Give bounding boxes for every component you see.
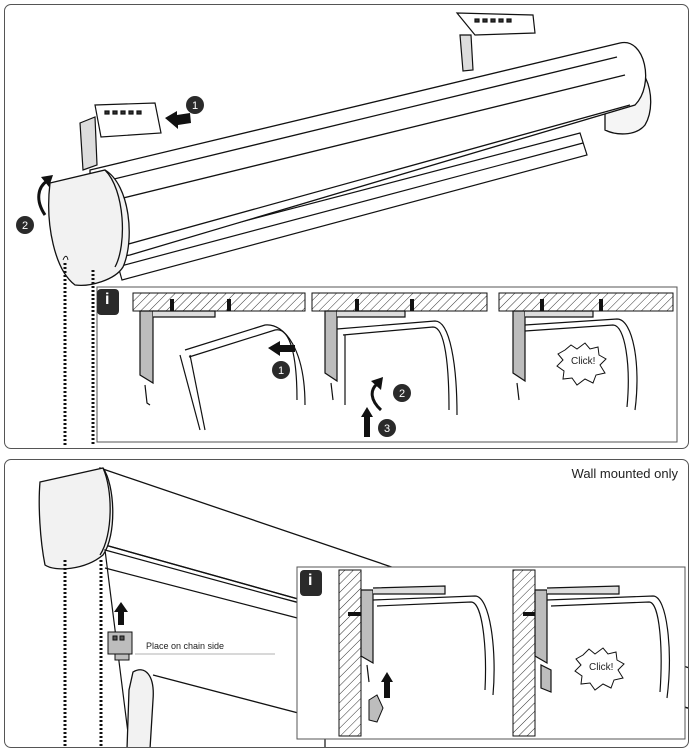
arrow-icon bbox=[37, 179, 48, 216]
click-burst-icon bbox=[556, 342, 607, 386]
front-bracket bbox=[79, 102, 162, 171]
wall-section-1 bbox=[338, 569, 362, 737]
arrow-icon bbox=[361, 407, 373, 437]
arrow-icon bbox=[114, 602, 128, 625]
bottom-installation-panel: Wall mounted only Place on chain side Cl… bbox=[4, 459, 689, 748]
profile-wall-right bbox=[534, 585, 670, 699]
wall-mount-illustration bbox=[38, 467, 688, 747]
profile-clicked bbox=[512, 310, 638, 411]
svg-text:1: 1 bbox=[278, 365, 284, 377]
click-label-bottom: Click! bbox=[589, 662, 614, 673]
arrow-icon bbox=[165, 111, 191, 129]
arrow-icon bbox=[381, 672, 393, 698]
number-badge-icon: 1 bbox=[186, 96, 204, 114]
arrow-icon bbox=[268, 341, 295, 356]
left-end-cap bbox=[38, 467, 114, 570]
roller-fabric bbox=[104, 549, 326, 747]
chain-side-label: Place on chain side bbox=[146, 641, 225, 651]
profile-wall-left bbox=[360, 585, 495, 696]
ceiling-mount-illustration: 1 2 bbox=[16, 12, 678, 445]
top-installation-panel: 1 2 bbox=[4, 4, 689, 449]
arrow-icon bbox=[370, 382, 383, 412]
profile-engaging bbox=[324, 310, 458, 416]
left-end-cap bbox=[48, 169, 130, 286]
info-icon bbox=[97, 289, 119, 315]
svg-text:3: 3 bbox=[384, 423, 390, 435]
number-badge-icon: 2 bbox=[16, 216, 34, 234]
info-icon bbox=[300, 570, 322, 596]
profile-detached bbox=[139, 310, 306, 431]
ceiling-section-3 bbox=[498, 292, 674, 312]
svg-text:2: 2 bbox=[22, 220, 28, 232]
click-burst-icon bbox=[574, 647, 625, 691]
bead-chain bbox=[62, 255, 95, 445]
cassette-housing bbox=[88, 41, 647, 257]
wall-mount-note: Wall mounted only bbox=[571, 466, 678, 481]
chain-clip bbox=[368, 694, 384, 723]
svg-text:2: 2 bbox=[399, 388, 405, 400]
info-icon-letter: i bbox=[308, 572, 313, 589]
wall-section-2 bbox=[512, 569, 537, 737]
ceiling-section-1 bbox=[132, 292, 306, 312]
number-badge-icon: 3 bbox=[378, 419, 396, 437]
bottom-rail bbox=[126, 669, 326, 747]
bead-chain bbox=[63, 560, 103, 747]
chain-clip bbox=[107, 631, 133, 661]
click-label-top: Click! bbox=[571, 356, 596, 367]
number-badge-icon: 2 bbox=[393, 384, 411, 402]
number-badge-icon: 1 bbox=[272, 361, 290, 379]
back-bracket bbox=[455, 12, 536, 72]
ceiling-section-2 bbox=[311, 292, 488, 312]
info-icon-letter: i bbox=[105, 291, 110, 308]
svg-text:1: 1 bbox=[192, 100, 198, 112]
